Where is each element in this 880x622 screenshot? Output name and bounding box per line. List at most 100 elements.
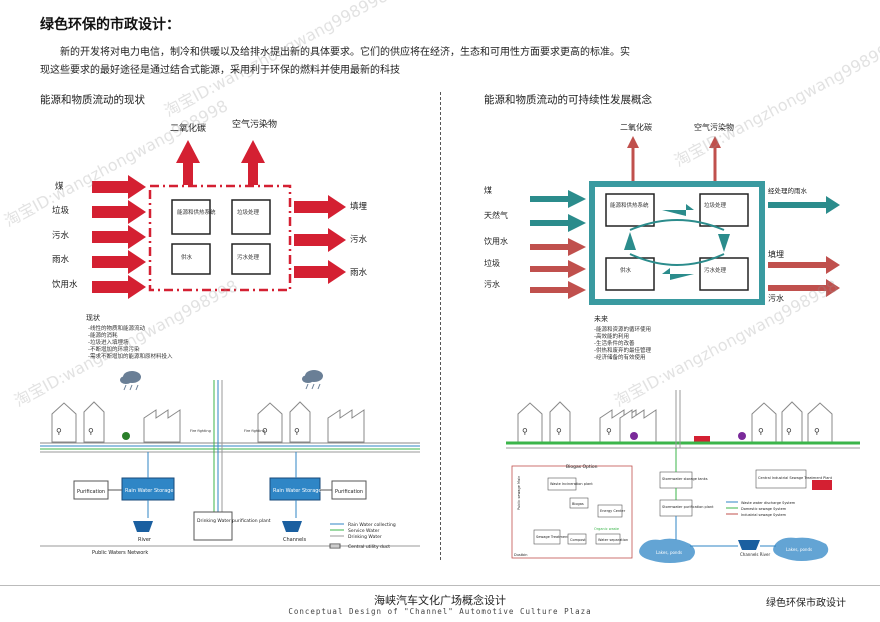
truck-icon-right-2 — [812, 480, 832, 490]
houses-right — [517, 401, 833, 443]
svg-text:⚲: ⚲ — [758, 427, 764, 436]
svg-text:⚲: ⚲ — [262, 427, 268, 436]
svg-text:⚲: ⚲ — [814, 427, 820, 436]
compost-box — [567, 533, 587, 545]
footer-subtitle: Conceptual Design of "Channel" Automotiv… — [288, 607, 592, 616]
biogas-option-frame — [511, 465, 633, 559]
public-sewage-label: Public sewage Main — [517, 476, 521, 510]
channels-label: Channels — [283, 537, 307, 543]
footer-right-label: 绿色环保市政设计 — [766, 598, 846, 609]
footer-divider — [0, 585, 880, 586]
houses-left — [51, 401, 311, 443]
tap-icons-right: ⚲ ⚲ ⚲ ⚲ ⚲ ⚲ — [522, 427, 820, 436]
status-item-3: -垃圾进入填埋场 — [88, 338, 129, 346]
svg-text:⚲: ⚲ — [556, 427, 562, 436]
tap-icons-left: ⚲⚲⚲⚲ — [56, 427, 300, 436]
box-energy-text-left: 能源和供热系统 — [177, 208, 216, 216]
legend-drinking: Drinking Water — [348, 534, 382, 540]
svg-text:⚲: ⚲ — [606, 427, 612, 436]
output-rain-left: 雨水 — [350, 267, 368, 278]
svg-text:⚲: ⚲ — [522, 427, 528, 436]
future-item-5: -经济储备的有效使用 — [594, 353, 646, 361]
energy-center-text: Energy Center — [600, 509, 626, 513]
rain-storage-left-text: Rain Water Storage — [125, 488, 174, 494]
status-item-1: -线性的物质和能源流动 — [88, 324, 145, 332]
legend-domestic: Domestic sewage System — [741, 507, 787, 511]
status-item-5: -需求不断增加的能源和原材料投入 — [88, 352, 173, 360]
drinking-plant-text: Drinking Water purification plant — [197, 518, 271, 524]
left-heading: 能源和物质流动的现状 — [40, 94, 145, 106]
output-treated-rain-right: 经处理的雨水 — [768, 186, 808, 195]
intro-paragraph: 新的开发将对电力电信，制冷和供暖以及给排水提出新的具体要求。它们的供应将在经济，… — [40, 47, 630, 76]
box-sewage-right — [699, 257, 749, 291]
legend-rain: Rain Water collecting — [348, 522, 396, 528]
input-coal-left: 煤 — [55, 181, 64, 192]
box-water-text-left: 供水 — [181, 253, 193, 261]
drinking-plant-box — [193, 511, 233, 541]
output-sewage-right: 污水 — [768, 293, 784, 303]
box-energy-text-right: 能源和供热系统 — [610, 201, 649, 209]
box-water-text-right: 供水 — [620, 266, 632, 274]
svg-text:⚲: ⚲ — [786, 427, 792, 436]
input-sewage-right: 污水 — [484, 279, 500, 289]
future-title: 未来 — [594, 314, 608, 323]
lakes-icon-right — [773, 537, 829, 561]
tree-icon-left — [122, 432, 130, 440]
svg-text:⚲: ⚲ — [294, 427, 300, 436]
biogas-box — [569, 497, 589, 509]
box-sewage-text-right: 污水处理 — [704, 266, 727, 274]
channels-icon — [282, 521, 302, 532]
right-sewage-infrastructure: ⚲⚲⚲⚲⚲⚲ Biogas Option Waste Incineration … — [506, 390, 860, 563]
input-garbage-left: 垃圾 — [52, 205, 70, 216]
co2-arrow-left — [176, 140, 200, 185]
stormwater-purify-text: Stormwater purification plant — [662, 505, 714, 509]
factories-left — [143, 409, 365, 443]
factories-right — [599, 409, 657, 443]
co2-label-right: 二氧化碳 — [620, 122, 652, 132]
footer-title: 海峡汽车文化广场概念设计 — [374, 594, 506, 607]
lakes-label-right: Lakes, ponds — [786, 547, 812, 552]
channels-river-icon — [738, 540, 760, 550]
organic-waste-label: Organic waste — [594, 527, 619, 531]
box-waste-text-right: 垃圾处理 — [704, 201, 727, 209]
box-water-supply-right — [605, 257, 655, 291]
fire-label-left: Fire fighting — [190, 429, 211, 433]
waste-plant-box — [547, 477, 577, 491]
central-treatment-box — [755, 469, 807, 489]
output-sewage-left: 污水 — [350, 234, 368, 245]
output-landfill-left: 填埋 — [350, 201, 368, 212]
left-flow-diagram: 二氧化碳 空气污染物 能源和供热系统 垃圾处理 供水 污水处理 煤 垃圾 污水 … — [52, 118, 368, 360]
channels-river-label: Channels River — [740, 552, 770, 557]
status-title: 现状 — [86, 313, 100, 322]
left-water-infrastructure: ⚲⚲⚲⚲ Fire fighting Fire fighting Purific… — [40, 370, 420, 556]
storage-plant-text: Sewage Treatment Plant — [536, 535, 579, 539]
lakes-icon-left — [639, 538, 695, 563]
water-separation-text: Water separation — [598, 538, 628, 542]
waste-plant-text: Waste Incineration plant — [550, 482, 593, 486]
river-icon — [133, 521, 153, 532]
input-drinking-right: 饮用水 — [484, 236, 508, 246]
storage-plant-box — [533, 529, 561, 545]
input-gas-right: 天然气 — [484, 210, 508, 220]
legend-service: Service Water — [348, 528, 380, 534]
future-item-4: -供热和废弃的最佳管理 — [594, 346, 651, 354]
output-landfill-right: 填埋 — [768, 249, 784, 259]
box-waste-left — [231, 199, 271, 235]
box-sewage-left — [231, 243, 271, 275]
rain-storage-right-box — [269, 477, 321, 501]
future-item-3: -生活条件的改善 — [594, 339, 635, 347]
flask-icon-right-1 — [630, 432, 638, 440]
future-item-1: -能源和资源的循环使用 — [594, 325, 651, 333]
status-item-2: -能源的消耗 — [88, 331, 118, 339]
central-treatment-text: Central Industrial Sewage Treatment Plan… — [758, 476, 833, 480]
box-energy-right — [605, 193, 655, 227]
truck-icon-right — [694, 436, 710, 444]
input-drinking-left: 饮用水 — [52, 279, 78, 290]
stormwater-tanks-text: Stormwater storage tanks — [662, 477, 708, 481]
svg-text:⚲: ⚲ — [56, 427, 62, 436]
legend-industrial: Industrial sewage System — [741, 513, 787, 517]
water-separation-box — [595, 533, 621, 545]
energy-center-box — [597, 504, 623, 518]
purification-left-text: Purification — [77, 489, 105, 495]
